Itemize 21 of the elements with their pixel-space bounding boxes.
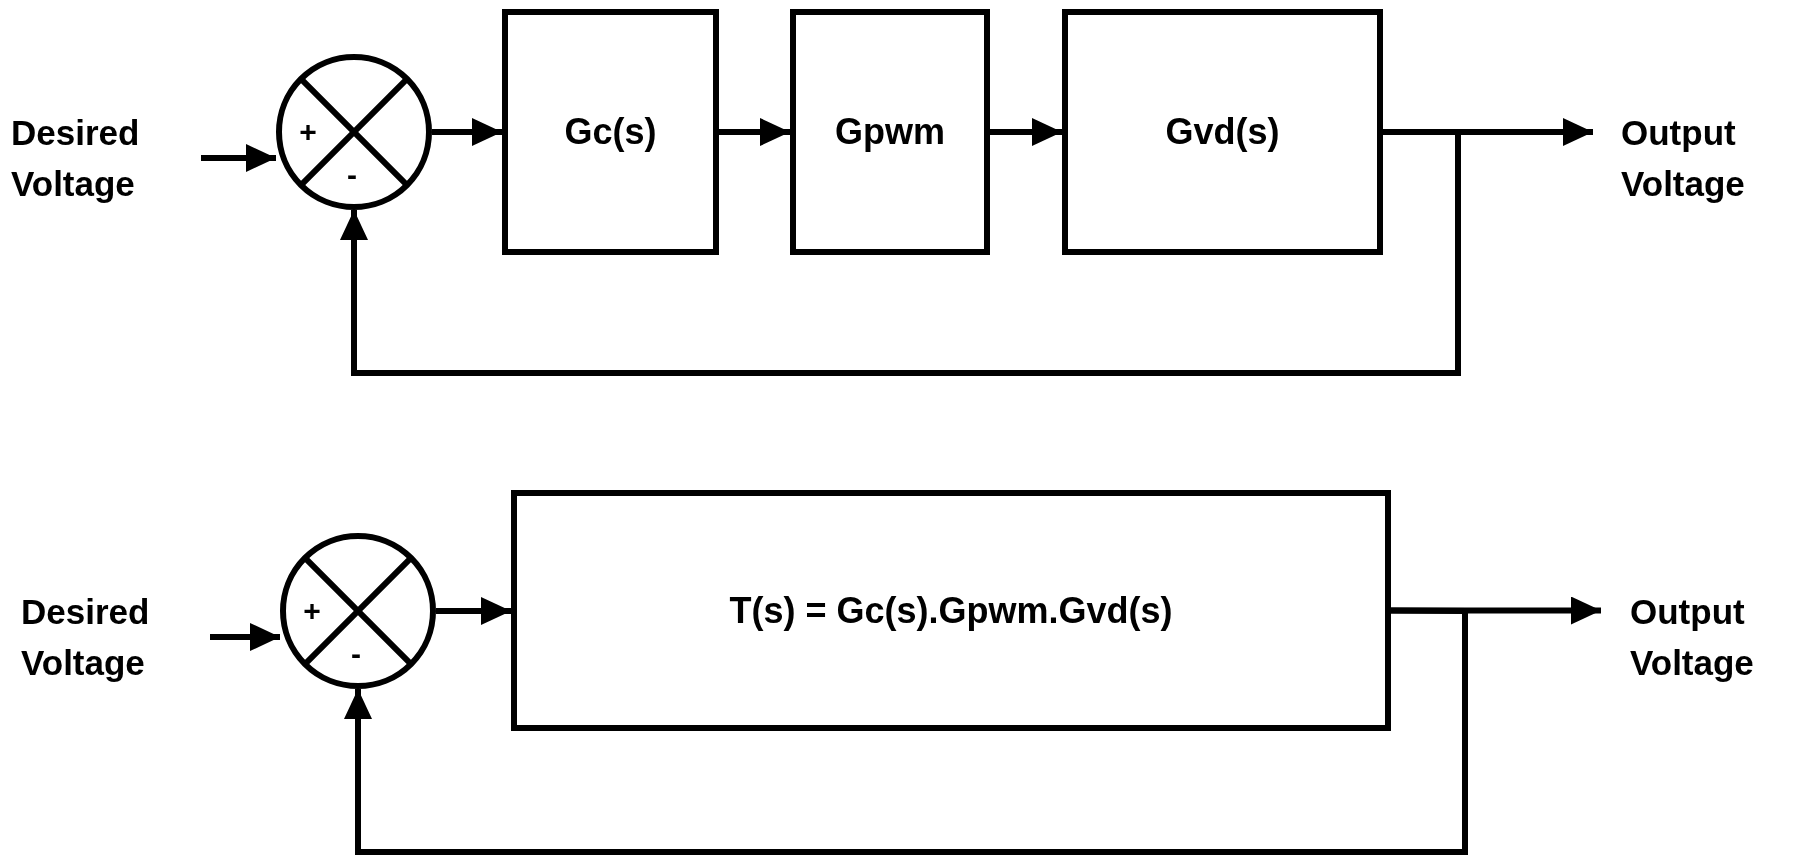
feedback-arrow: [340, 129, 1461, 376]
input-label: Desired Voltage: [8, 106, 201, 210]
arrow: [990, 118, 1062, 146]
transfer-function-block: Gc(s): [502, 9, 719, 255]
minus-sign: -: [351, 639, 361, 669]
transfer-function-block: T(s) = Gc(s).Gpwm.Gvd(s): [511, 490, 1391, 731]
transfer-function-block: Gvd(s): [1062, 9, 1383, 255]
arrow: [719, 118, 790, 146]
arrow: [1391, 596, 1601, 625]
arrow: [432, 118, 502, 146]
output-label: Output Voltage: [1601, 585, 1797, 689]
feedback-arrow: [344, 607, 1468, 855]
input-label: Desired Voltage: [16, 585, 210, 689]
arrow: [201, 144, 276, 172]
transfer-function-block: Gpwm: [790, 9, 990, 255]
plus-sign: +: [299, 117, 317, 147]
arrow: [436, 597, 511, 625]
arrow: [210, 623, 280, 651]
output-label: Output Voltage: [1593, 106, 1793, 210]
minus-sign: -: [347, 160, 357, 190]
plus-sign: +: [303, 596, 321, 626]
